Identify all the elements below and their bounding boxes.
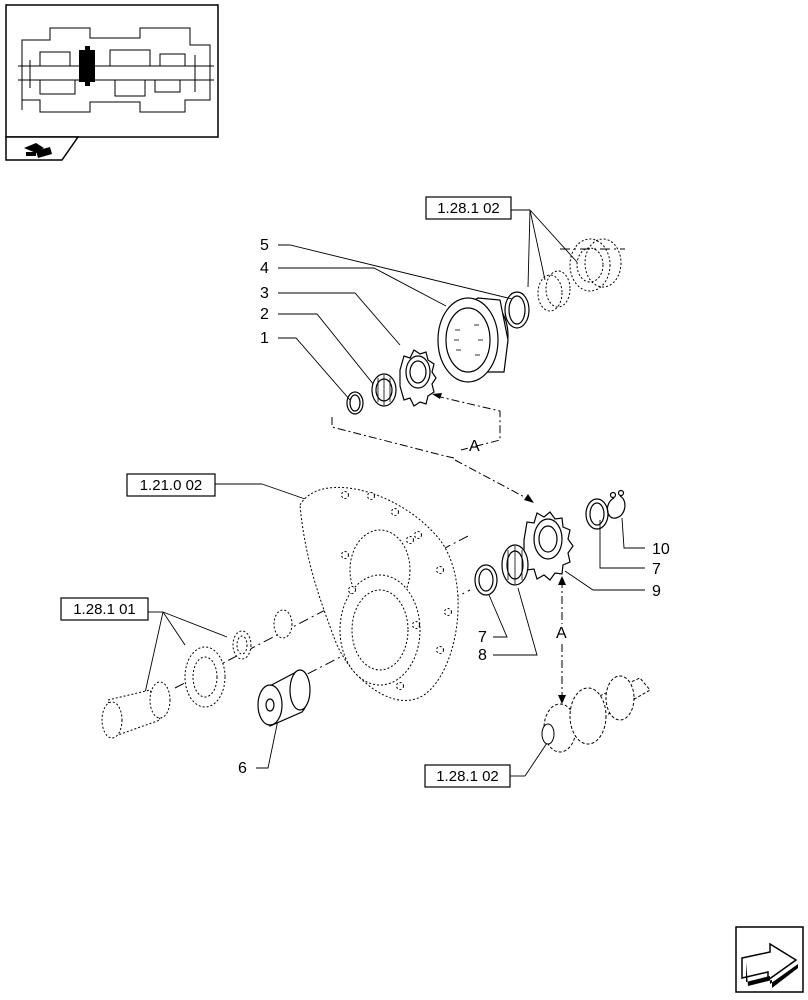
ref-box-bottom[interactable]: 1.28.1 02 bbox=[424, 764, 511, 788]
flow-label-a-lower: A bbox=[556, 625, 567, 642]
svg-text:1.28.1 01: 1.28.1 01 bbox=[73, 601, 136, 618]
snap-ring-part-5 bbox=[504, 291, 530, 329]
reference-leaders bbox=[144, 209, 578, 777]
next-page-arrow-icon[interactable] bbox=[735, 926, 804, 993]
small-arrow-icon[interactable] bbox=[24, 143, 52, 158]
ref-gear-top-right bbox=[537, 238, 622, 312]
housing-flange bbox=[299, 486, 459, 701]
thrust-washer-part-7-upper bbox=[585, 498, 609, 530]
callout-5: 5 bbox=[260, 237, 269, 254]
svg-text:1.21.0 02: 1.21.0 02 bbox=[140, 477, 203, 494]
needle-bearing-part-2 bbox=[371, 373, 397, 407]
snap-ring-part-1 bbox=[346, 391, 364, 415]
callout-10: 10 bbox=[652, 541, 670, 558]
ref-gear-shaft-bottom bbox=[541, 675, 651, 753]
bushing-part-6 bbox=[257, 669, 311, 727]
callout-2: 2 bbox=[260, 306, 269, 323]
callout-1: 1 bbox=[260, 330, 269, 347]
needle-bearing-part-8 bbox=[501, 544, 529, 586]
ref-shaft-assembly-left bbox=[101, 609, 293, 739]
callout-3: 3 bbox=[260, 285, 269, 302]
gear-part-9 bbox=[523, 511, 574, 581]
flow-path-a-upper: A bbox=[331, 393, 534, 503]
callout-leaders bbox=[256, 244, 645, 769]
svg-text:1.28.1 02: 1.28.1 02 bbox=[436, 768, 499, 785]
transmission-thumbnail-icon[interactable] bbox=[5, 4, 219, 161]
callout-8: 8 bbox=[478, 647, 487, 664]
callout-7-upper: 7 bbox=[652, 561, 661, 578]
svg-text:1.28.1 02: 1.28.1 02 bbox=[437, 200, 500, 217]
callout-4: 4 bbox=[260, 260, 269, 277]
ref-box-housing[interactable]: 1.21.0 02 bbox=[126, 473, 216, 497]
ref-box-top-right[interactable]: 1.28.1 02 bbox=[425, 196, 512, 220]
flow-path-a-lower: A bbox=[552, 576, 572, 704]
callout-9: 9 bbox=[652, 583, 661, 600]
thrust-washer-part-7-lower bbox=[474, 564, 498, 596]
flow-label-a-upper: A bbox=[469, 438, 480, 455]
ref-box-left[interactable]: 1.28.1 01 bbox=[60, 597, 149, 621]
circlip-part-10 bbox=[606, 489, 626, 519]
callout-numbers: 5 4 3 2 1 6 7 8 9 7 10 bbox=[238, 237, 670, 777]
callout-7-lower: 7 bbox=[478, 629, 487, 646]
synchronizer-sleeve-part-4 bbox=[437, 297, 509, 383]
gear-part-3 bbox=[399, 349, 437, 407]
callout-6: 6 bbox=[238, 760, 247, 777]
